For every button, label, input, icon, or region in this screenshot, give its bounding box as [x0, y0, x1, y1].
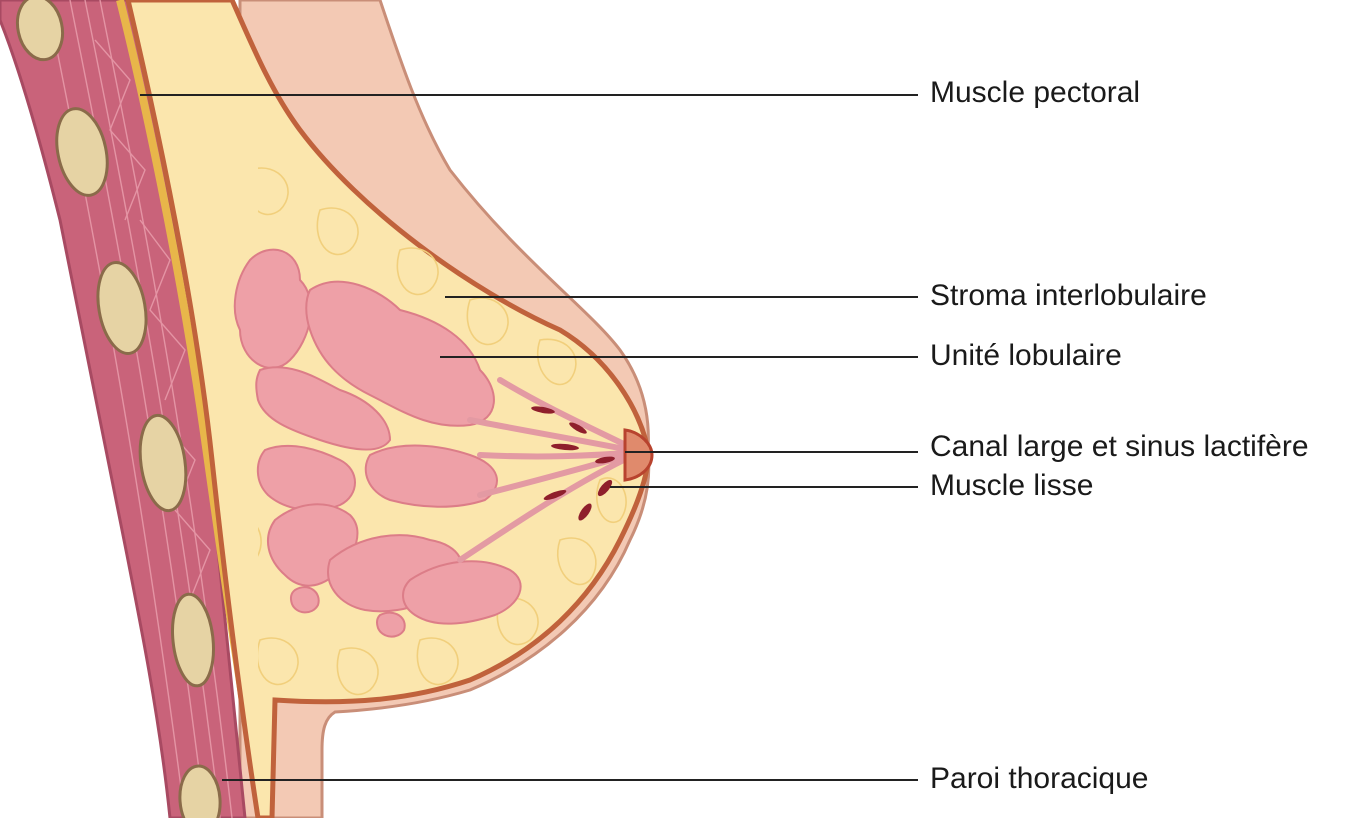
lobule — [377, 613, 405, 637]
label-pectoral-muscle: Muscle pectoral — [930, 78, 1140, 108]
label-large-duct-sinus: Canal large et sinus lactifère — [930, 432, 1309, 462]
label-smooth-muscle: Muscle lisse — [930, 471, 1093, 501]
lobule — [291, 587, 319, 612]
label-lobular-unit: Unité lobulaire — [930, 341, 1122, 371]
label-interlobular-stroma: Stroma interlobulaire — [930, 281, 1207, 311]
label-chest-wall: Paroi thoracique — [930, 764, 1148, 794]
